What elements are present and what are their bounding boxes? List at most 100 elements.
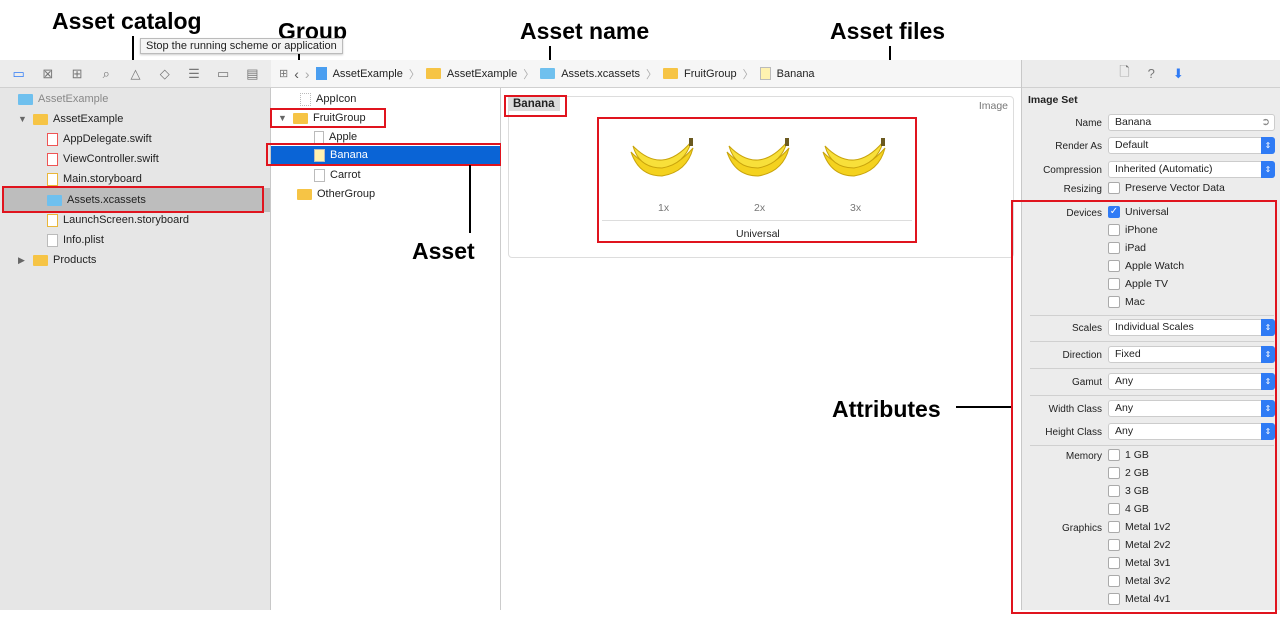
section-title: Image Set (1028, 94, 1078, 106)
stepper-icon: ⇕ (1261, 373, 1275, 390)
jump-bar: ⊞ ‹ › AssetExample〉 AssetExample〉 Assets… (271, 60, 1021, 88)
banana-1x-image[interactable] (627, 136, 697, 182)
compression-label: Compression (1043, 165, 1102, 176)
preserve-vector-checkbox[interactable]: Preserve Vector Data (1108, 182, 1225, 194)
breadcrumb-item[interactable]: Banana (776, 67, 815, 80)
memory-checkbox[interactable]: 2 GB (1108, 467, 1149, 479)
device-checkbox[interactable]: Mac (1108, 296, 1145, 308)
arrow-circle-icon: ➲ (1261, 116, 1270, 128)
memory-checkbox[interactable]: 1 GB (1108, 449, 1149, 461)
memory-checkbox[interactable]: 4 GB (1108, 503, 1149, 515)
nav-item-assets[interactable]: Assets.xcassets (47, 191, 146, 209)
compression-select[interactable]: Inherited (Automatic)⇕ (1108, 161, 1275, 178)
height-class-label: Height Class (1045, 427, 1102, 438)
navigator-toolbar: ▭ ⊠ ⊞ ⌕ △ ◇ ☰ ▭ ▤ (0, 60, 271, 88)
direction-select[interactable]: Fixed⇕ (1108, 346, 1275, 363)
gamut-label: Gamut (1071, 377, 1102, 388)
device-checkbox[interactable]: iPad (1108, 242, 1146, 254)
highlight-box (270, 108, 386, 128)
graphics-label: Graphics (1061, 523, 1102, 534)
report-icon[interactable]: ▤ (246, 65, 259, 81)
plist-file-icon (47, 233, 58, 247)
memory-checkbox[interactable]: 3 GB (1108, 485, 1149, 497)
device-checkbox[interactable]: Apple Watch (1108, 260, 1184, 272)
name-field[interactable]: Banana➲ (1108, 114, 1275, 131)
asset-group[interactable]: OtherGroup (297, 185, 375, 203)
asset-catalog-icon (540, 68, 556, 79)
breadcrumb-item[interactable]: FruitGroup (684, 67, 737, 80)
folder-icon (293, 112, 308, 124)
name-label: Name (1075, 118, 1102, 129)
graphics-checkbox[interactable]: Metal 3v1 (1108, 557, 1171, 569)
render-as-select[interactable]: Default⇕ (1108, 137, 1275, 154)
stepper-icon: ⇕ (1261, 346, 1275, 363)
breadcrumb-item[interactable]: Assets.xcassets (561, 67, 641, 80)
folder-icon (663, 68, 679, 79)
nav-item-group[interactable]: ▼AssetExample (18, 110, 123, 128)
banana-2x-image[interactable] (723, 136, 793, 182)
image-set-panel (508, 96, 1014, 258)
height-class-select[interactable]: Any⇕ (1108, 423, 1275, 440)
graphics-checkbox[interactable]: Metal 3v2 (1108, 575, 1171, 587)
folder-icon (425, 68, 441, 79)
gamut-select[interactable]: Any⇕ (1108, 373, 1275, 390)
stepper-icon: ⇕ (1261, 400, 1275, 417)
slot-group-label: Universal (736, 228, 780, 240)
disclosure-open-icon: ▼ (18, 114, 27, 124)
debug-icon[interactable]: ☰ (188, 65, 200, 81)
nav-item-file[interactable]: LaunchScreen.storyboard (47, 211, 189, 229)
back-icon[interactable]: ‹ (294, 65, 299, 82)
hierarchy-icon[interactable]: ⊞ (71, 65, 83, 81)
attributes-inspector-icon[interactable]: ⬇ (1172, 65, 1184, 81)
swift-file-icon (47, 152, 58, 166)
breadcrumb-item[interactable]: AssetExample (446, 67, 518, 80)
highlight-box (2, 186, 264, 213)
width-class-select[interactable]: Any⇕ (1108, 400, 1275, 417)
slot-label: 1x (658, 202, 670, 214)
stepper-icon: ⇕ (1261, 423, 1275, 440)
asset-name-label[interactable]: Banana (508, 97, 560, 111)
breakpoint-icon[interactable]: ▭ (216, 65, 230, 81)
asset-item-selected[interactable]: Banana (314, 146, 368, 164)
highlight-box (266, 143, 502, 166)
source-control-icon[interactable]: ⊠ (42, 65, 54, 81)
nav-item-group[interactable]: ▶Products (18, 251, 96, 269)
folder-icon[interactable]: ▭ (12, 65, 25, 81)
scales-select[interactable]: Individual Scales⇕ (1108, 319, 1275, 336)
search-icon[interactable]: ⌕ (102, 65, 110, 81)
device-checkbox[interactable]: Apple TV (1108, 278, 1168, 290)
device-checkbox[interactable]: iPhone (1108, 224, 1158, 236)
grid-icon[interactable]: ⊞ (279, 68, 289, 80)
device-checkbox[interactable]: ✓Universal (1108, 206, 1169, 218)
apple-image-icon (314, 130, 324, 144)
render-as-label: Render As (1055, 141, 1102, 152)
project-root[interactable]: AssetExample (18, 90, 108, 108)
help-icon[interactable]: ? (1147, 66, 1155, 81)
nav-item-file[interactable]: ViewController.swift (47, 150, 159, 168)
graphics-checkbox[interactable]: Metal 1v2 (1108, 521, 1171, 533)
folder-icon (297, 188, 312, 200)
breadcrumb-item[interactable]: AssetExample (332, 67, 403, 80)
asset-group[interactable]: ▼FruitGroup (278, 109, 366, 127)
asset-list (271, 88, 501, 610)
nav-item-file[interactable]: Main.storyboard (47, 170, 142, 188)
banana-image-icon (314, 148, 325, 162)
graphics-checkbox[interactable]: Metal 4v1 (1108, 593, 1171, 605)
folder-icon (33, 113, 48, 125)
disclosure-closed-icon: ▶ (18, 255, 25, 265)
warning-icon[interactable]: △ (130, 65, 141, 81)
app-icon-icon (300, 92, 311, 106)
file-inspector-icon[interactable]: 🗋 (1119, 63, 1130, 79)
annotation-asset-files: Asset files (830, 18, 946, 44)
nav-item-file[interactable]: AppDelegate.swift (47, 130, 152, 148)
asset-item[interactable]: Carrot (314, 166, 361, 184)
asset-item[interactable]: AppIcon (300, 90, 356, 108)
nav-item-file[interactable]: Info.plist (47, 231, 104, 249)
stepper-icon: ⇕ (1261, 161, 1275, 178)
tooltip: Stop the running scheme or application (140, 38, 343, 54)
forward-icon[interactable]: › (304, 65, 310, 82)
banana-3x-image[interactable] (819, 136, 889, 182)
test-icon[interactable]: ◇ (159, 65, 170, 81)
graphics-checkbox[interactable]: Metal 2v2 (1108, 539, 1171, 551)
checkmark-icon: ✓ (1108, 206, 1120, 218)
